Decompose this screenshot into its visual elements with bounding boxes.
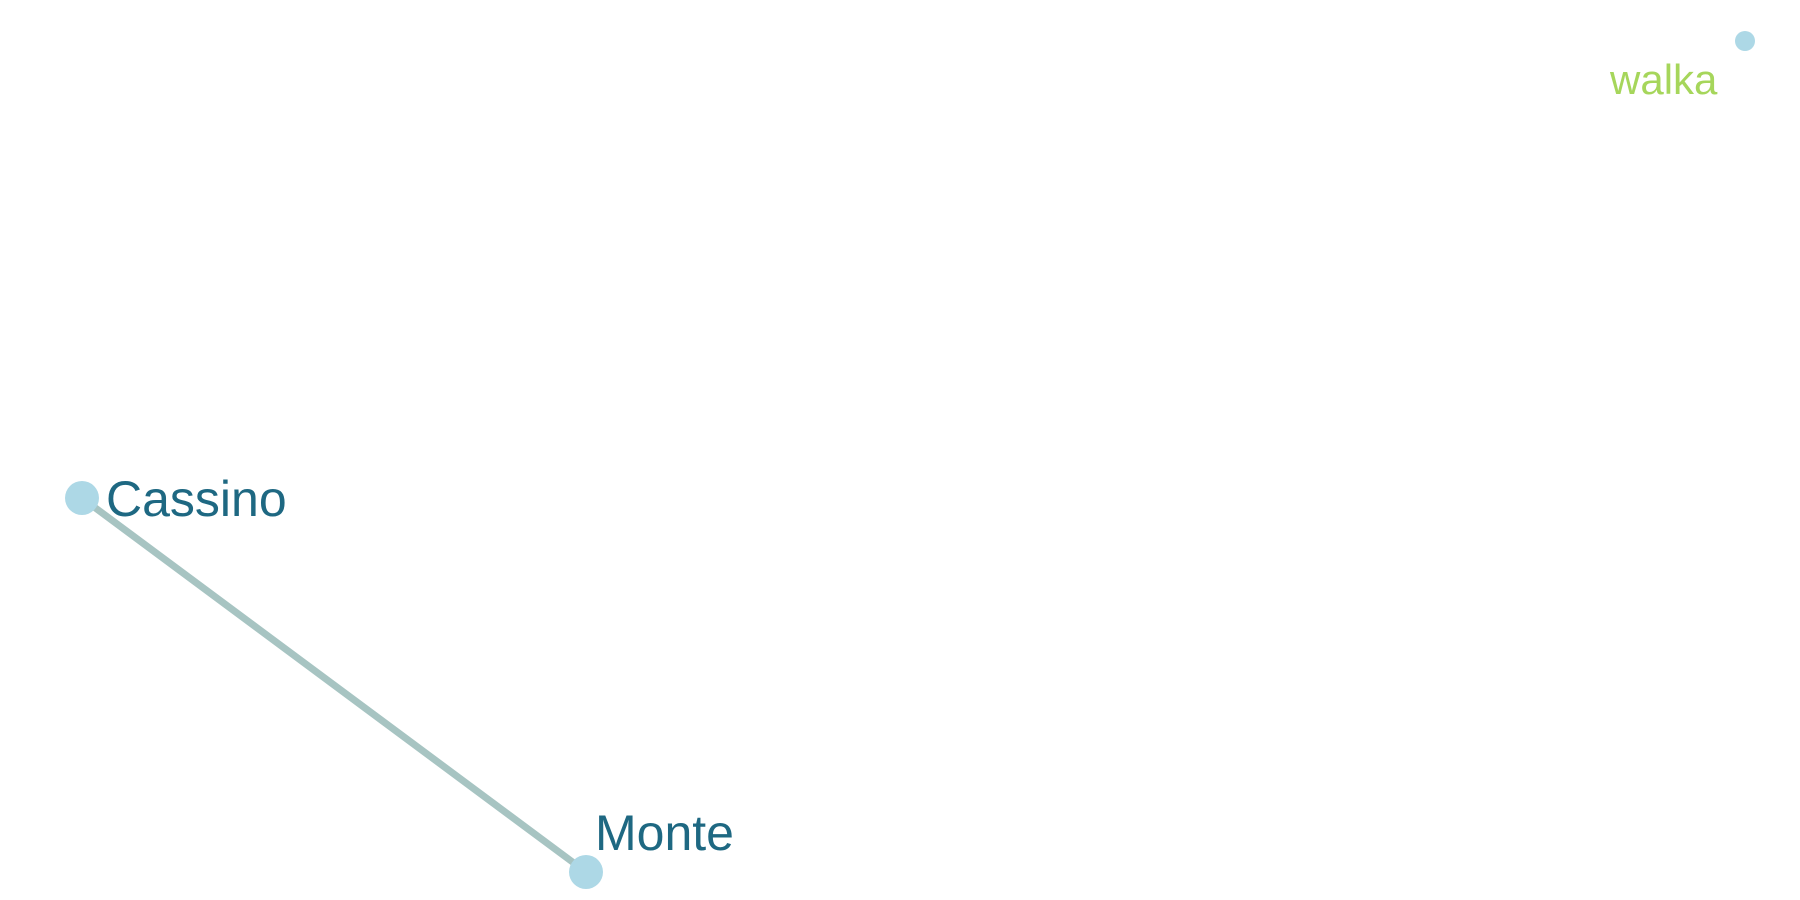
- node-cassino[interactable]: [65, 481, 99, 515]
- edge-cassino-monte: [78, 494, 590, 876]
- node-monte[interactable]: [569, 855, 603, 889]
- node-label-cassino: Cassino: [106, 471, 287, 527]
- nodes-layer: [65, 31, 1755, 889]
- node-walka[interactable]: [1735, 31, 1755, 51]
- node-label-monte: Monte: [595, 805, 734, 861]
- node-label-walka: walka: [1609, 56, 1718, 103]
- edges-layer: [78, 494, 590, 876]
